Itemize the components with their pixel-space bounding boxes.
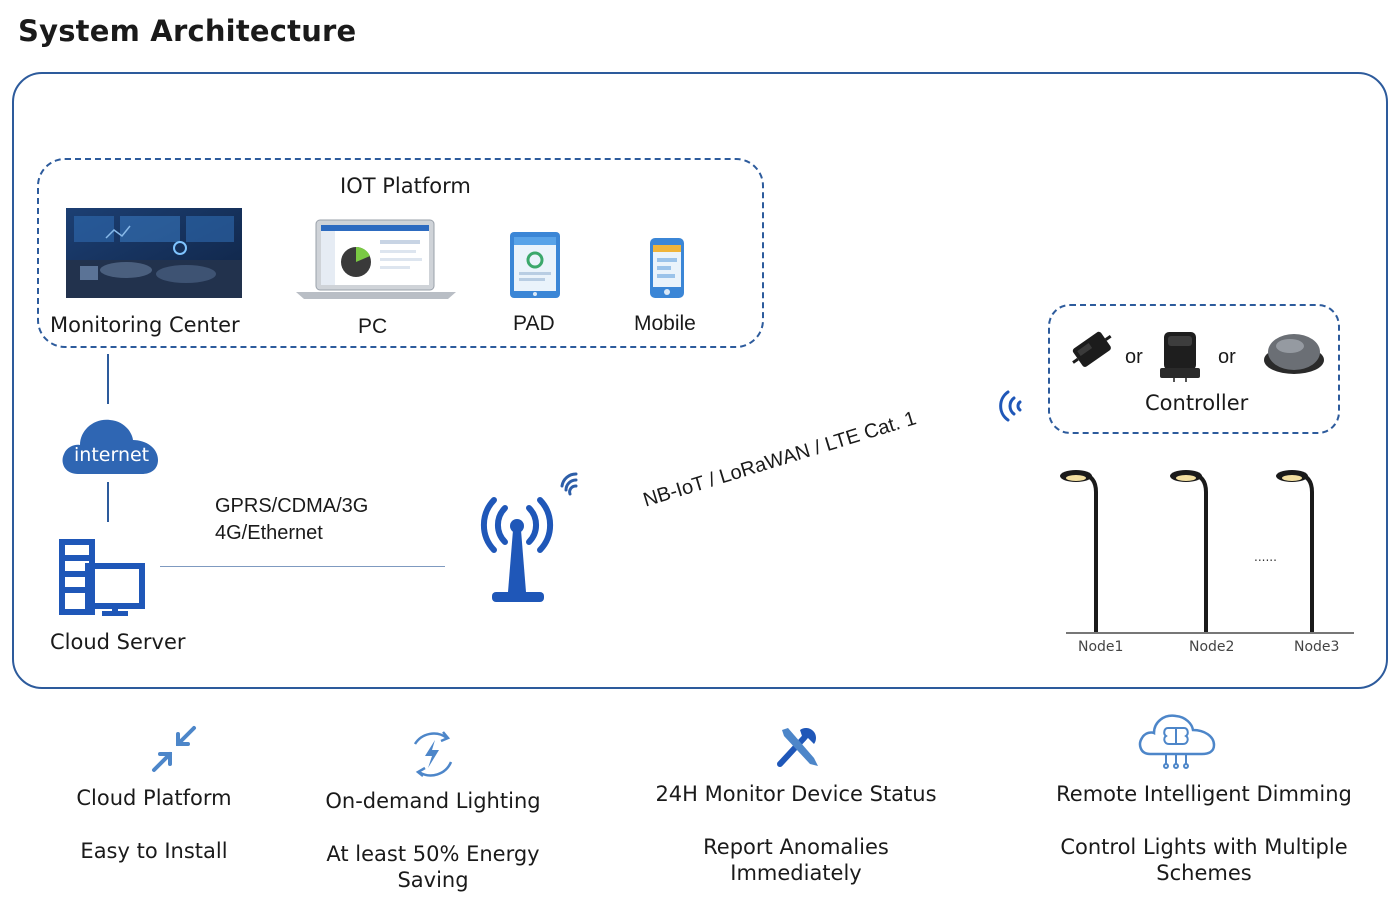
cloud-brain-icon: [1136, 712, 1218, 770]
connector-line: [107, 482, 109, 522]
pad-label: PAD: [513, 312, 555, 335]
feature-description: Control Lights with Multiple Schemes: [1060, 835, 1348, 885]
feature-description: Report Anomalies Immediately: [703, 835, 889, 885]
connector-line: [107, 354, 109, 404]
street-lights-group: [1058, 462, 1358, 642]
feature-title: Remote Intelligent Dimming: [1056, 782, 1352, 806]
feature-title: 24H Monitor Device Status: [655, 782, 937, 806]
laptop-icon: [296, 218, 456, 300]
tablet-icon: [510, 232, 560, 298]
monitoring-center-image: [66, 208, 242, 298]
cloud-server-label: Cloud Server: [50, 630, 186, 654]
pc-label: PC: [358, 315, 388, 338]
iot-platform-group: [37, 158, 764, 348]
internet-label: internet: [74, 444, 150, 466]
iot-platform-label: IOT Platform: [340, 174, 471, 198]
feature-description: At least 50% Energy Saving: [326, 842, 540, 892]
photocell-controller-image: [1158, 328, 1202, 382]
or-label: or: [1218, 346, 1236, 368]
architecture-frame: [12, 72, 1388, 689]
compress-arrows-icon: [148, 724, 200, 776]
wifi-signal-icon: [996, 386, 1026, 426]
more-nodes-ellipsis: ......: [1254, 550, 1277, 564]
or-label: or: [1125, 346, 1143, 368]
feature-title: Cloud Platform: [76, 786, 232, 810]
dome-controller-image: [1262, 330, 1326, 376]
page-title: System Architecture: [18, 14, 357, 48]
link-line: [160, 566, 445, 567]
node-label: Node2: [1189, 639, 1235, 655]
link-protocol-line1: GPRS/CDMA/3G: [215, 495, 369, 517]
power-driver-image: [1068, 324, 1118, 378]
mobile-label: Mobile: [634, 312, 696, 335]
mobile-phone-icon: [650, 238, 684, 298]
internet-cloud-icon: [60, 410, 160, 476]
cloud-server-icon: [58, 538, 146, 616]
base-station-tower-icon: [468, 470, 598, 605]
controller-group: [1048, 304, 1340, 434]
tools-icon: [774, 724, 824, 770]
energy-saving-icon: [405, 728, 459, 780]
link-protocol-line2: 4G/Ethernet: [215, 522, 323, 544]
feature-description: Easy to Install: [80, 839, 228, 863]
controller-label: Controller: [1145, 391, 1249, 415]
monitoring-center-label: Monitoring Center: [50, 313, 240, 337]
feature-title: On-demand Lighting: [325, 789, 541, 813]
node-label: Node1: [1078, 639, 1124, 655]
node-label: Node3: [1294, 639, 1340, 655]
